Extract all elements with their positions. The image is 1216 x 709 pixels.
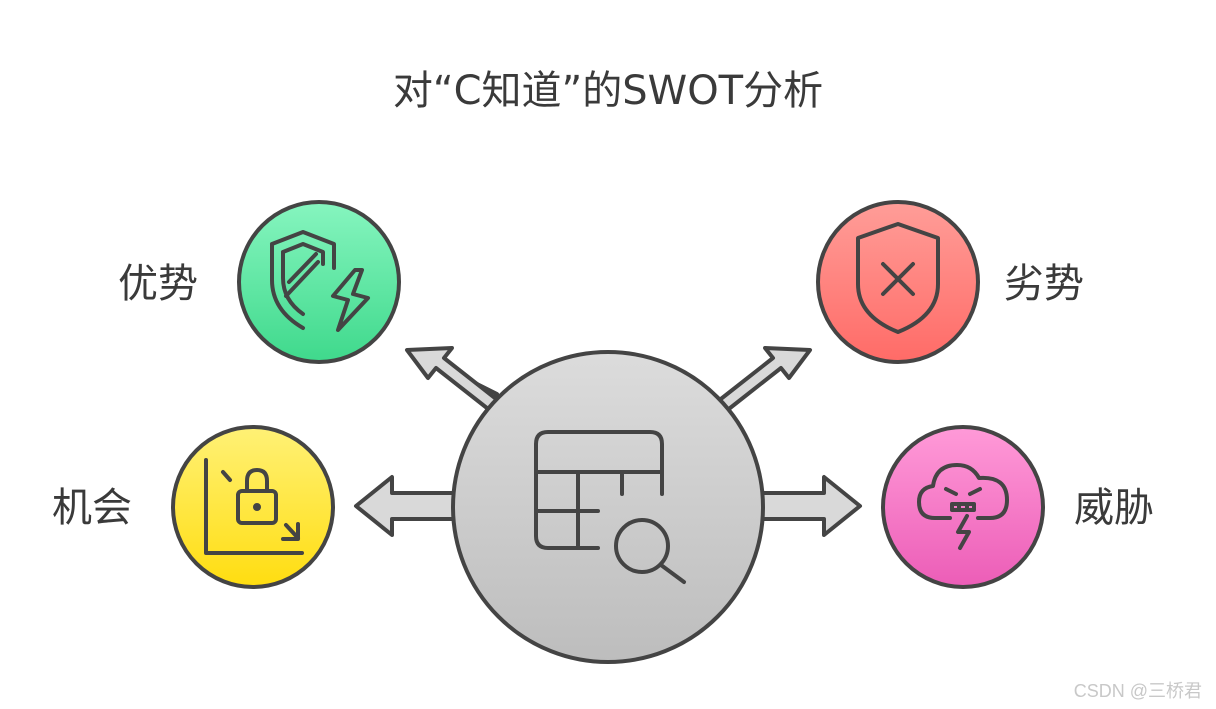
opportunities-node: [171, 425, 335, 589]
arrow-right: [754, 475, 862, 537]
threats-node: [881, 425, 1045, 589]
shield-bolt-icon: [270, 230, 370, 332]
threats-label: 威胁: [1074, 485, 1154, 531]
strengths-label: 优势: [118, 261, 198, 307]
diagram-title: 对“C知道”的SWOT分析: [392, 68, 824, 114]
table-search-icon: [534, 430, 686, 584]
shield-x-icon: [856, 222, 940, 334]
center-node: [451, 350, 765, 664]
watermark: CSDN @三桥君: [1073, 681, 1202, 701]
chart-lock-icon: [204, 458, 304, 555]
opportunities-label: 机会: [52, 485, 132, 531]
arrow-left: [354, 475, 462, 537]
arrow-up-right: [715, 346, 812, 414]
weaknesses-node: [816, 200, 980, 364]
arrow-up-left: [405, 346, 502, 414]
weaknesses-label: 劣势: [1004, 261, 1084, 307]
strengths-node: [237, 200, 401, 364]
angry-storm-cloud-icon: [917, 463, 1009, 550]
